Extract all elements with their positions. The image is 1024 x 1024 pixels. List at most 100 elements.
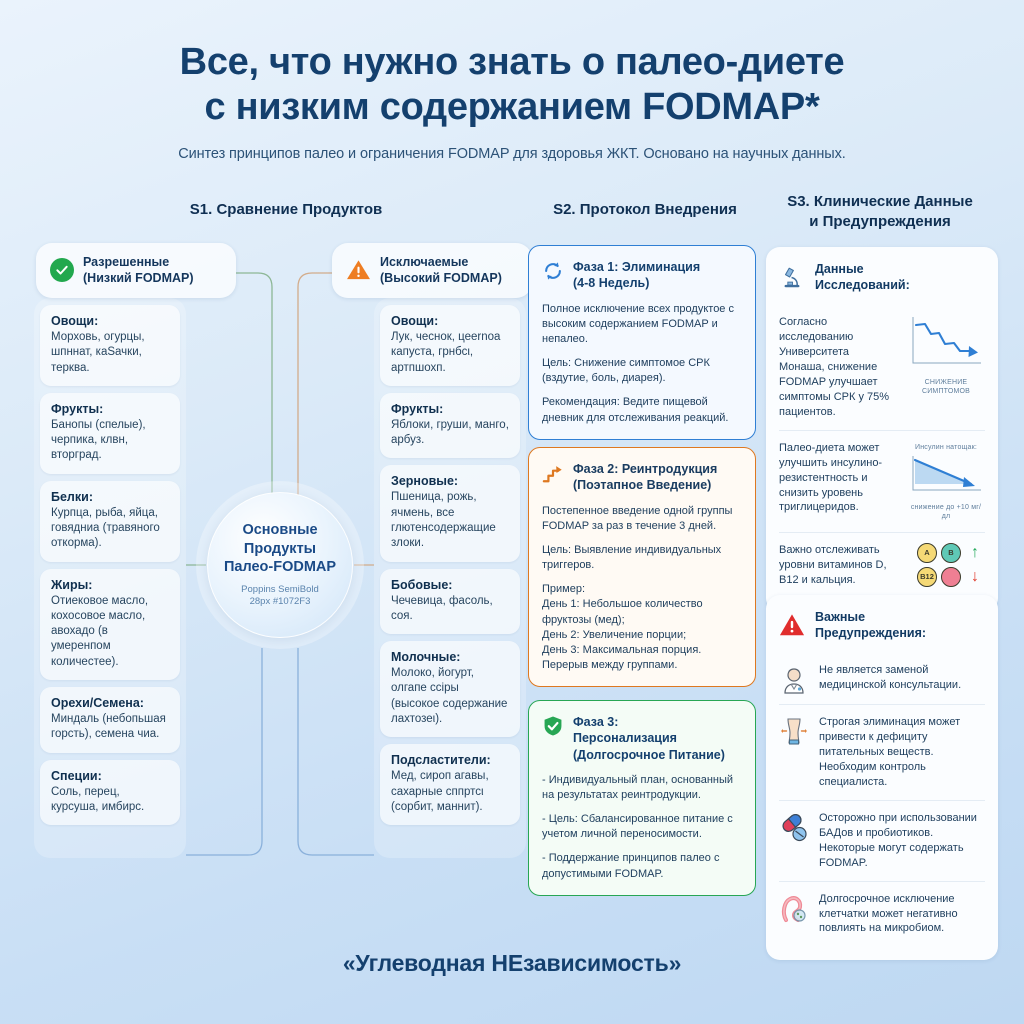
warnings-card: Важные Предупреждения: Не является замен… — [766, 595, 998, 961]
title-line-2: с низким содержанием FODMAP* — [204, 85, 820, 128]
research-row-3-aside: A B ↑ B12 ↓ — [913, 542, 985, 587]
phase-2-paragraph-3: Пример: День 1: Небольшое количество фру… — [542, 583, 703, 672]
stairs-up-arrow-icon — [542, 466, 562, 483]
vitamin-badge-b12: B12 — [917, 566, 937, 587]
intestine-icon — [781, 895, 806, 922]
research-row-1-aside: СНИЖЕНИЕ СИМПТОМОВ — [907, 315, 985, 397]
phase-3-paragraph-1: - Индивидуальный план, основанный на рез… — [542, 773, 734, 801]
allowed-item-body: Миндаль (небопьшая горсть), семена чиа. — [51, 712, 166, 741]
phase-2-title: Фаза 2: Реинтродукция (Поэтапное Введени… — [573, 461, 717, 494]
declining-line-chart-icon — [912, 317, 981, 364]
research-row-1-caption: СНИЖЕНИЕ СИМПТОМОВ — [921, 379, 971, 395]
excluded-item: Фрукты: Яблоки, груши, манго, арбуз. — [380, 392, 520, 459]
phase-1-paragraph-3: Рекомендация: Ведите пищевой дневник для… — [542, 396, 729, 424]
declining-wedge-chart-icon — [912, 456, 981, 491]
allowed-item-heading: Фрукты: — [51, 401, 104, 416]
phase-card-3: Фаза 3: Персонализация (Долгосрочное Пит… — [528, 700, 756, 896]
hub-spec-line-2: 28px #1072F3 — [249, 596, 311, 608]
allowed-pill-label: Разрешенные (Низкий FODMAP) — [83, 254, 194, 287]
section-title-s3: S3. Клинические Данные и Предупреждения — [760, 192, 1000, 233]
allowed-pill-label-line-2: (Низкий FODMAP) — [83, 271, 194, 286]
research-row-2-caption: снижение до +10 мг/дл — [910, 504, 982, 521]
research-row-3: Важно отслеживать уровни витаминов D, B1… — [779, 531, 985, 598]
phase-2-paragraph-1: Постепенное введение одной группы FODMAP… — [542, 504, 733, 532]
phase-2-header: Фаза 2: Реинтродукция (Поэтапное Введени… — [542, 461, 742, 494]
warnings-card-title: Важные Предупреждения: — [815, 609, 926, 641]
warning-triangle-icon — [347, 260, 370, 280]
allowed-item-heading: Орехи/Семена: — [51, 695, 144, 710]
warning-row-4-text: Долгосрочное исключение клетчатки может … — [819, 892, 958, 935]
pills-icon — [782, 813, 807, 841]
phase-1-header: Фаза 1: Элиминация (4-8 Недель) — [542, 259, 742, 292]
excluded-item-heading: Молочные: — [391, 650, 461, 665]
arrow-up-icon: ↑ — [971, 543, 979, 561]
vitamin-badge-pink — [941, 566, 961, 587]
hub-title-line-1: Основные — [242, 522, 318, 539]
torso-icon — [781, 718, 807, 745]
excluded-item-body: Чечевица, фасоль, соя. — [391, 594, 493, 622]
allowed-item: Специи:Соль, перец, курсуша, имбирс. — [40, 759, 180, 826]
excluded-item: Овощи: Лук, чеснок, цеernoa капуста, грнб… — [380, 305, 520, 386]
hub-title-line-2: Продукты — [243, 540, 317, 557]
page-title: Все, что нужно знать о палео-диете с низ… — [0, 40, 1024, 130]
footer-slogan: «Углеводная НЕзависимость» — [342, 950, 682, 976]
allowed-item-heading: Овощи: — [51, 314, 99, 328]
warning-row-3-text: Осторожно при использовании БАДов и проб… — [819, 811, 977, 869]
check-circle-icon — [50, 258, 74, 283]
vitamin-badge-a: A — [917, 542, 937, 563]
alert-triangle-icon — [779, 614, 805, 636]
research-card-header: Данные Исследований: — [779, 261, 985, 293]
allowed-item: Орехи/Семена: Миндаль (небопьшая горсть),… — [40, 686, 180, 753]
hub-spec: Poppins SemiBold 28px #1072F3 — [241, 584, 319, 609]
research-row-2-text: Палео-диета может улучшить инсулино-рези… — [779, 441, 883, 514]
excluded-item-body: Лук, чеснок, цеernoa капуста, грнбсι, ар… — [391, 331, 501, 374]
excluded-item: Подсластители:Мед, сироп агавы, сахарные… — [380, 744, 520, 826]
research-row-2: Палео-диета может улучшить инсулино-рези… — [779, 429, 985, 532]
phase-1-title-line-1: Фаза 1: Элиминация — [573, 260, 701, 274]
phase-2-title-line-2: (Поэтапное Введение) — [573, 478, 712, 493]
allowed-items-column: Овощи:Морховь, огурцы, шпннат, каSачки, … — [40, 305, 180, 832]
title-line-1: Все, что нужно знать о палео-диете — [179, 41, 845, 83]
hub-title: Основные Продукты Палео-FODMAP — [224, 521, 336, 577]
excluded-pill-label-line-1: Исключаемые — [380, 255, 469, 269]
excluded-item-body: Мед, сироп агавы, сахарные сппртсι (сорб… — [391, 770, 489, 813]
excluded-item-heading: Бобовые: — [391, 577, 453, 592]
research-row-3-text: Важно отслеживать уровни витаминов D, B1… — [779, 543, 887, 586]
phase-3-title-line-3: (Долгосрочное Питание) — [573, 747, 725, 762]
allowed-item-heading: Белки: — [51, 489, 93, 504]
excluded-item-body: Яблоки, груши, манго, арбуз. — [391, 418, 509, 447]
phase-3-header: Фаза 3: Персонализация (Долгосрочное Пит… — [542, 714, 742, 763]
hub-spec-line-1: Poppins SemiBold — [241, 583, 319, 595]
warning-row-4: Долгосрочное исключение клетчатки может … — [779, 880, 985, 947]
excluded-item-body: Молоко, йогурт, олгапе ссіры (высокое со… — [391, 667, 508, 725]
research-title-line-2: Исследований: — [815, 278, 910, 292]
phase-1-paragraph-2: Цель: Снижение симптомое СРК (вздутие, б… — [542, 357, 710, 385]
research-row-2-caption-top: Инсулин натощак: — [914, 443, 978, 451]
vitamin-badge-grid: A B ↑ B12 ↓ — [917, 542, 985, 587]
research-card-title: Данные Исследований: — [815, 261, 910, 293]
section-title-s3-line-1: S3. Клинические Данные — [787, 193, 973, 210]
phase-3-title-line-1: Фаза 3: — [573, 715, 619, 729]
center-hub: Основные Продукты Палео-FODMAP Poppins S… — [207, 492, 353, 638]
warning-row-3: Осторожно при использовании БАДов и проб… — [779, 799, 985, 881]
phase-3-paragraph-3: - Поддержание принципов палео с допустим… — [542, 852, 720, 880]
section-title-s1: S1. Сравнение Продуктов — [189, 201, 383, 218]
excluded-item-body: Пшеница, рожь, ячмень, все глютенсодержа… — [391, 491, 496, 550]
research-card: Данные Исследований: Согласно исследован… — [766, 247, 998, 612]
excluded-item-heading: Фрукты: — [391, 401, 444, 416]
allowed-item-body: Курпца, рыба, яйца, говядниа (травяного … — [51, 506, 160, 550]
allowed-item-body: Банопы (спелые), черпика, клвн, вторград… — [51, 418, 146, 462]
warning-row-1-text: Не является заменой медицинской консульт… — [819, 664, 962, 691]
research-row-1: Согласно исследованию Университета Монаш… — [779, 305, 985, 430]
allowed-item: Белки: Курпца, рыба, яйца, говядниа (трав… — [40, 480, 180, 562]
warnings-title-line-1: Важные — [815, 610, 866, 624]
doctor-icon — [784, 668, 804, 694]
phase-1-title: Фаза 1: Элиминация (4-8 Недель) — [573, 259, 700, 292]
allowed-item-heading: Жиры: — [51, 577, 93, 592]
phase-2-title-line-1: Фаза 2: Реинтродукция — [573, 462, 718, 476]
excluded-item-heading: Овощи: — [391, 314, 439, 328]
hub-title-line-3: Палео-FODMAP — [223, 559, 337, 576]
allowed-item-body: Соль, перец, курсуша, имбирс. — [51, 785, 145, 813]
research-row-2-aside: Инсулин натощак: снижение до +10 мг/дл — [907, 441, 985, 522]
